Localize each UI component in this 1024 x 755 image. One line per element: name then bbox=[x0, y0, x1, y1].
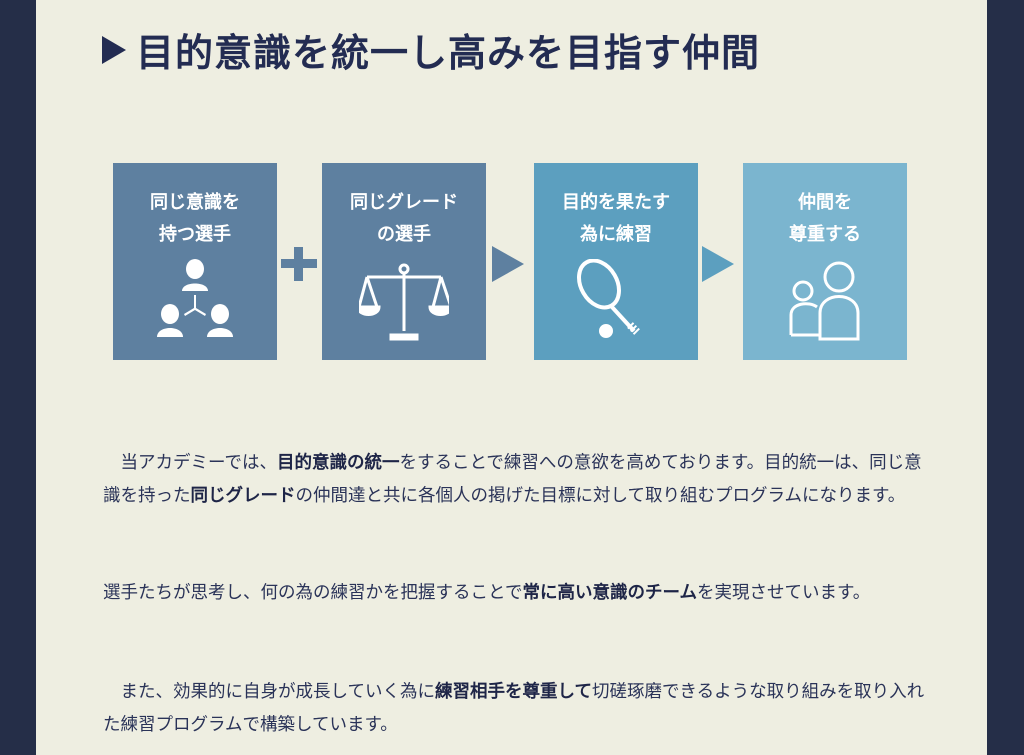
card-label: 目的を果たす 為に練習 bbox=[562, 192, 670, 245]
emphasis-text: 練習相手を尊重して bbox=[434, 682, 592, 702]
body-text: 選手たちが思考し、何の為の練習かを把握することで bbox=[103, 583, 523, 603]
arrow-right-icon bbox=[702, 246, 734, 282]
paragraph-3: また、効果的に自身が成長していく為に練習相手を尊重して切磋琢磨できるような取り組… bbox=[103, 676, 933, 742]
body-text: をすることで練習への意欲を高めております。目的統一は、同じ意識を持った bbox=[103, 453, 922, 506]
card-label: 同じ意識を 持つ選手 bbox=[150, 192, 240, 245]
content-page: 目的意識を統一し高みを目指す仲間 同じ意識を 持つ選手 同じグレード の選手 目… bbox=[36, 0, 987, 755]
body-text: の仲間達と共に各個人の掲げた目標に対して取り組むプログラムになります。 bbox=[295, 486, 906, 506]
card-practice-for-goal: 目的を果たす 為に練習 bbox=[534, 163, 698, 360]
triangle-bullet-icon bbox=[102, 36, 126, 64]
card-label: 同じグレード の選手 bbox=[350, 192, 458, 245]
paragraph-2: 選手たちが思考し、何の為の練習かを把握することで常に高い意識のチームを実現させて… bbox=[103, 577, 933, 610]
emphasis-text: 目的意識の統一 bbox=[276, 453, 400, 473]
team-icon bbox=[157, 259, 233, 337]
body-text: を実現させています。 bbox=[696, 583, 871, 603]
arrow-right-icon bbox=[492, 246, 524, 282]
card-same-mindset: 同じ意識を 持つ選手 bbox=[113, 163, 277, 360]
card-same-grade: 同じグレード の選手 bbox=[322, 163, 486, 360]
page-title-text: 目的意識を統一し高みを目指す仲間 bbox=[136, 31, 761, 75]
page-title: 目的意識を統一し高みを目指す仲間 bbox=[102, 22, 760, 77]
body-text: また、効果的に自身が成長していく為に bbox=[103, 682, 435, 702]
body-text: 切磋琢磨できるような取り組みを取り入れた練習プログラムで構築しています。 bbox=[103, 682, 925, 735]
tennis-racket-icon bbox=[577, 259, 641, 338]
card-label: 仲間を 尊重する bbox=[789, 192, 861, 245]
people-icon bbox=[789, 261, 860, 341]
paragraph-1: 当アカデミーでは、目的意識の統一をすることで練習への意欲を高めております。目的統… bbox=[103, 447, 933, 513]
plus-icon bbox=[281, 247, 317, 281]
emphasis-text: 同じグレード bbox=[190, 486, 296, 506]
scale-icon bbox=[359, 263, 449, 341]
emphasis-text: 常に高い意識のチーム bbox=[522, 583, 697, 603]
body-text: 当アカデミーでは、 bbox=[103, 453, 277, 473]
card-respect-peers: 仲間を 尊重する bbox=[743, 163, 907, 360]
